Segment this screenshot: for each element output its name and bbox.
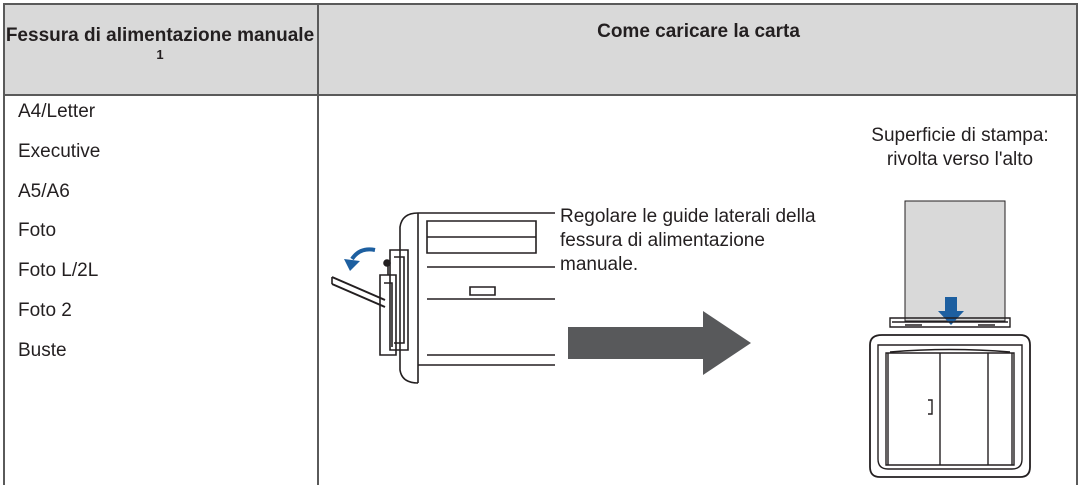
printer-top-view-illustration [869, 200, 1031, 478]
list-item: A4/Letter [18, 101, 96, 122]
paper-size-list: A4/Letter Executive A5/A6 Foto Foto L/2L… [18, 101, 100, 380]
list-item: Foto [18, 220, 57, 242]
header-manual-feed-slot-label: Fessura di alimentazione manuale [5, 25, 315, 46]
list-item: Executive [18, 140, 101, 162]
table-border [3, 3, 1078, 485]
table-header-row [3, 3, 1078, 96]
print-surface-up-label: Superficie di stampa: rivolta verso l'al… [871, 125, 1049, 170]
list-item: A5/A6 [18, 180, 70, 202]
list-item: Foto L/2L [18, 260, 99, 282]
footnote-marker: 1 [156, 47, 164, 62]
column-divider [317, 3, 319, 485]
right-arrow-icon [568, 311, 751, 375]
printer-side-view-illustration [331, 212, 555, 384]
list-item: Buste [18, 339, 67, 361]
header-how-to-load-paper: Come caricare la carta [597, 21, 800, 42]
header-manual-feed-slot: Fessura di alimentazione manuale 1 [3, 24, 317, 72]
adjust-guides-instruction: Regolare le guide laterali della fessura… [560, 206, 816, 275]
curved-arrow-icon [344, 247, 376, 271]
list-item: Foto 2 [18, 299, 72, 321]
